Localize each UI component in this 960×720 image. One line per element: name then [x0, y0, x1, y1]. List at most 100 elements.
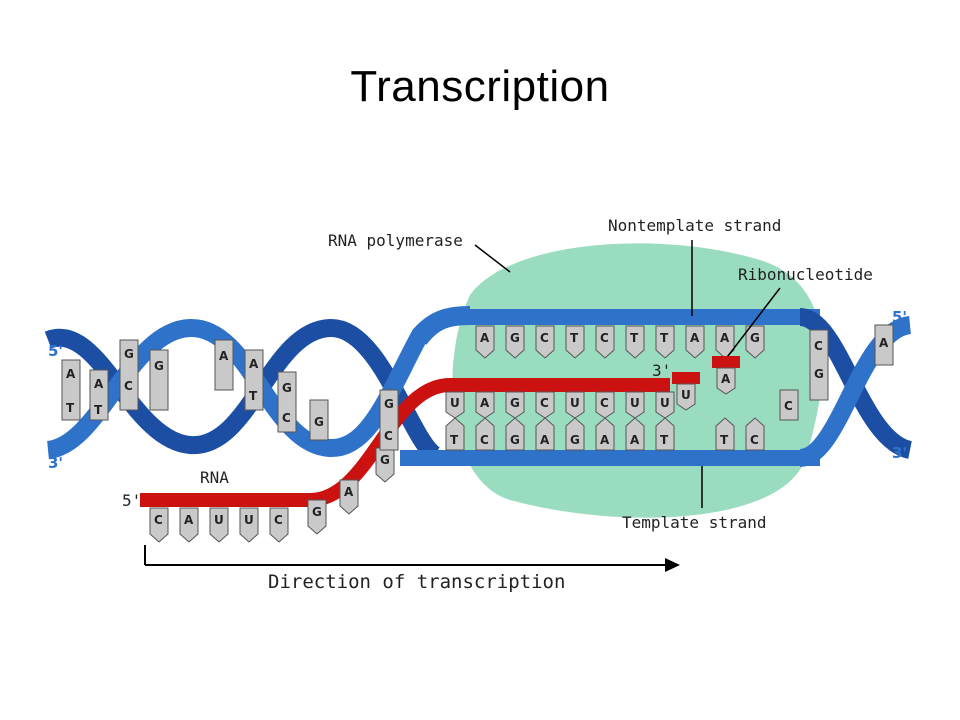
svg-text:C: C — [600, 331, 609, 345]
label-direction: Direction of transcription — [268, 571, 565, 593]
svg-text:A: A — [344, 485, 354, 499]
nt-base-0: A — [475, 325, 495, 359]
label-ribonucleotide: Ribonucleotide — [738, 265, 873, 284]
hl-rung-2: GC — [119, 339, 139, 411]
svg-text:C: C — [124, 379, 133, 393]
svg-text:U: U — [660, 396, 670, 410]
tail-base-6: A — [339, 479, 359, 515]
svg-text:U: U — [630, 396, 640, 410]
svg-text:G: G — [510, 331, 520, 345]
tail-base-1: A — [179, 507, 199, 543]
hl-rung-7: G — [309, 399, 329, 441]
svg-text:C: C — [274, 513, 283, 527]
svg-text:C: C — [540, 331, 549, 345]
svg-text:G: G — [282, 381, 292, 395]
end-rna-end: 3' — [652, 361, 671, 380]
t-base-5: A — [595, 417, 615, 451]
svg-text:T: T — [450, 433, 459, 447]
transcription-diagram: A G C T C T T A A G T C G A G A A T T C … — [40, 200, 920, 600]
nt-base-6: T — [655, 325, 675, 359]
svg-text:T: T — [249, 389, 258, 403]
svg-text:A: A — [94, 377, 104, 391]
svg-text:C: C — [750, 433, 759, 447]
tail-base-5: G — [307, 499, 327, 535]
t-base-6: A — [625, 417, 645, 451]
end-left-top: 5' — [48, 342, 63, 360]
slide-title: Transcription — [350, 62, 610, 111]
bound-u-base: U — [676, 383, 696, 411]
svg-text:T: T — [66, 401, 75, 415]
t-base-9: C — [745, 417, 765, 451]
nt-base-1: G — [505, 325, 525, 359]
rna-base-2: G — [505, 391, 525, 419]
ribonucleotide-bound — [672, 372, 700, 384]
template-bases: T C G A G A A T T C — [445, 417, 765, 451]
svg-text:U: U — [570, 396, 580, 410]
t-base-4: G — [565, 417, 585, 451]
svg-text:A: A — [721, 372, 731, 386]
leader-ribonucleotide — [727, 287, 781, 357]
hr-rung-2: A — [874, 324, 894, 366]
svg-text:A: A — [600, 433, 610, 447]
nontemplate-strand — [413, 309, 820, 346]
ribonucleotide-free — [712, 356, 740, 368]
rna-base-6: U — [625, 391, 645, 419]
svg-text:C: C — [154, 513, 163, 527]
t-base-8: T — [715, 417, 735, 451]
label-template-strand: Template strand — [622, 513, 767, 532]
svg-text:A: A — [480, 331, 490, 345]
svg-text:G: G — [814, 367, 824, 381]
svg-text:A: A — [879, 336, 889, 350]
tail-base-3: U — [239, 507, 259, 543]
svg-text:U: U — [681, 388, 691, 402]
svg-text:G: G — [510, 396, 520, 410]
tail-base-0: C — [149, 507, 169, 543]
leader-rna-polymerase — [474, 244, 511, 273]
svg-text:T: T — [570, 331, 579, 345]
nt-base-4: C — [595, 325, 615, 359]
rna-base-1: A — [475, 391, 495, 419]
label-rna-polymerase: RNA polymerase — [328, 231, 463, 250]
hl-rung-1: AT — [89, 369, 109, 421]
nt-base-5: T — [625, 325, 645, 359]
svg-text:A: A — [540, 433, 550, 447]
free-a-base: A — [716, 367, 736, 395]
tail-base-7: G — [375, 447, 395, 483]
svg-text:C: C — [282, 411, 291, 425]
svg-text:U: U — [244, 513, 254, 527]
nt-base-2: C — [535, 325, 555, 359]
svg-text:A: A — [690, 331, 700, 345]
helix-right-rungs: CG C A — [779, 324, 894, 421]
end-rna-start: 5' — [122, 491, 141, 510]
svg-text:T: T — [630, 331, 639, 345]
end-right-bottom: 3' — [892, 444, 907, 462]
rna-base-0: U — [445, 391, 465, 419]
nt-base-3: T — [565, 325, 585, 359]
label-rna: RNA — [200, 468, 229, 487]
direction-arrow-head — [665, 558, 680, 572]
nt-base-9: G — [745, 325, 765, 359]
svg-text:C: C — [600, 396, 609, 410]
svg-text:G: G — [154, 359, 164, 373]
hl-rung-4: A — [214, 339, 234, 391]
t-base-7: T — [655, 417, 675, 451]
end-right-top: 5' — [892, 308, 907, 326]
t-base-2: G — [505, 417, 525, 451]
rna-tail-bases: C A U U C G A G — [149, 447, 395, 543]
svg-text:G: G — [380, 453, 390, 467]
rna-base-3: C — [535, 391, 555, 419]
rna-base-7: U — [655, 391, 675, 419]
rna-paired-bases: U A G C U C U U — [445, 391, 675, 419]
hr-rung-0: CG — [809, 329, 829, 401]
end-left-bottom: 3' — [48, 454, 63, 472]
svg-text:C: C — [784, 399, 793, 413]
svg-text:G: G — [124, 347, 134, 361]
svg-text:C: C — [384, 429, 393, 443]
svg-text:T: T — [660, 433, 669, 447]
hl-rung-5: AT — [244, 349, 264, 411]
svg-text:C: C — [540, 396, 549, 410]
tail-base-2: U — [209, 507, 229, 543]
t-base-0: T — [445, 417, 465, 451]
hl-rung-0: AT — [61, 359, 81, 421]
helix-left-rungs: AT AT GC G A AT GC G GC — [61, 339, 399, 451]
